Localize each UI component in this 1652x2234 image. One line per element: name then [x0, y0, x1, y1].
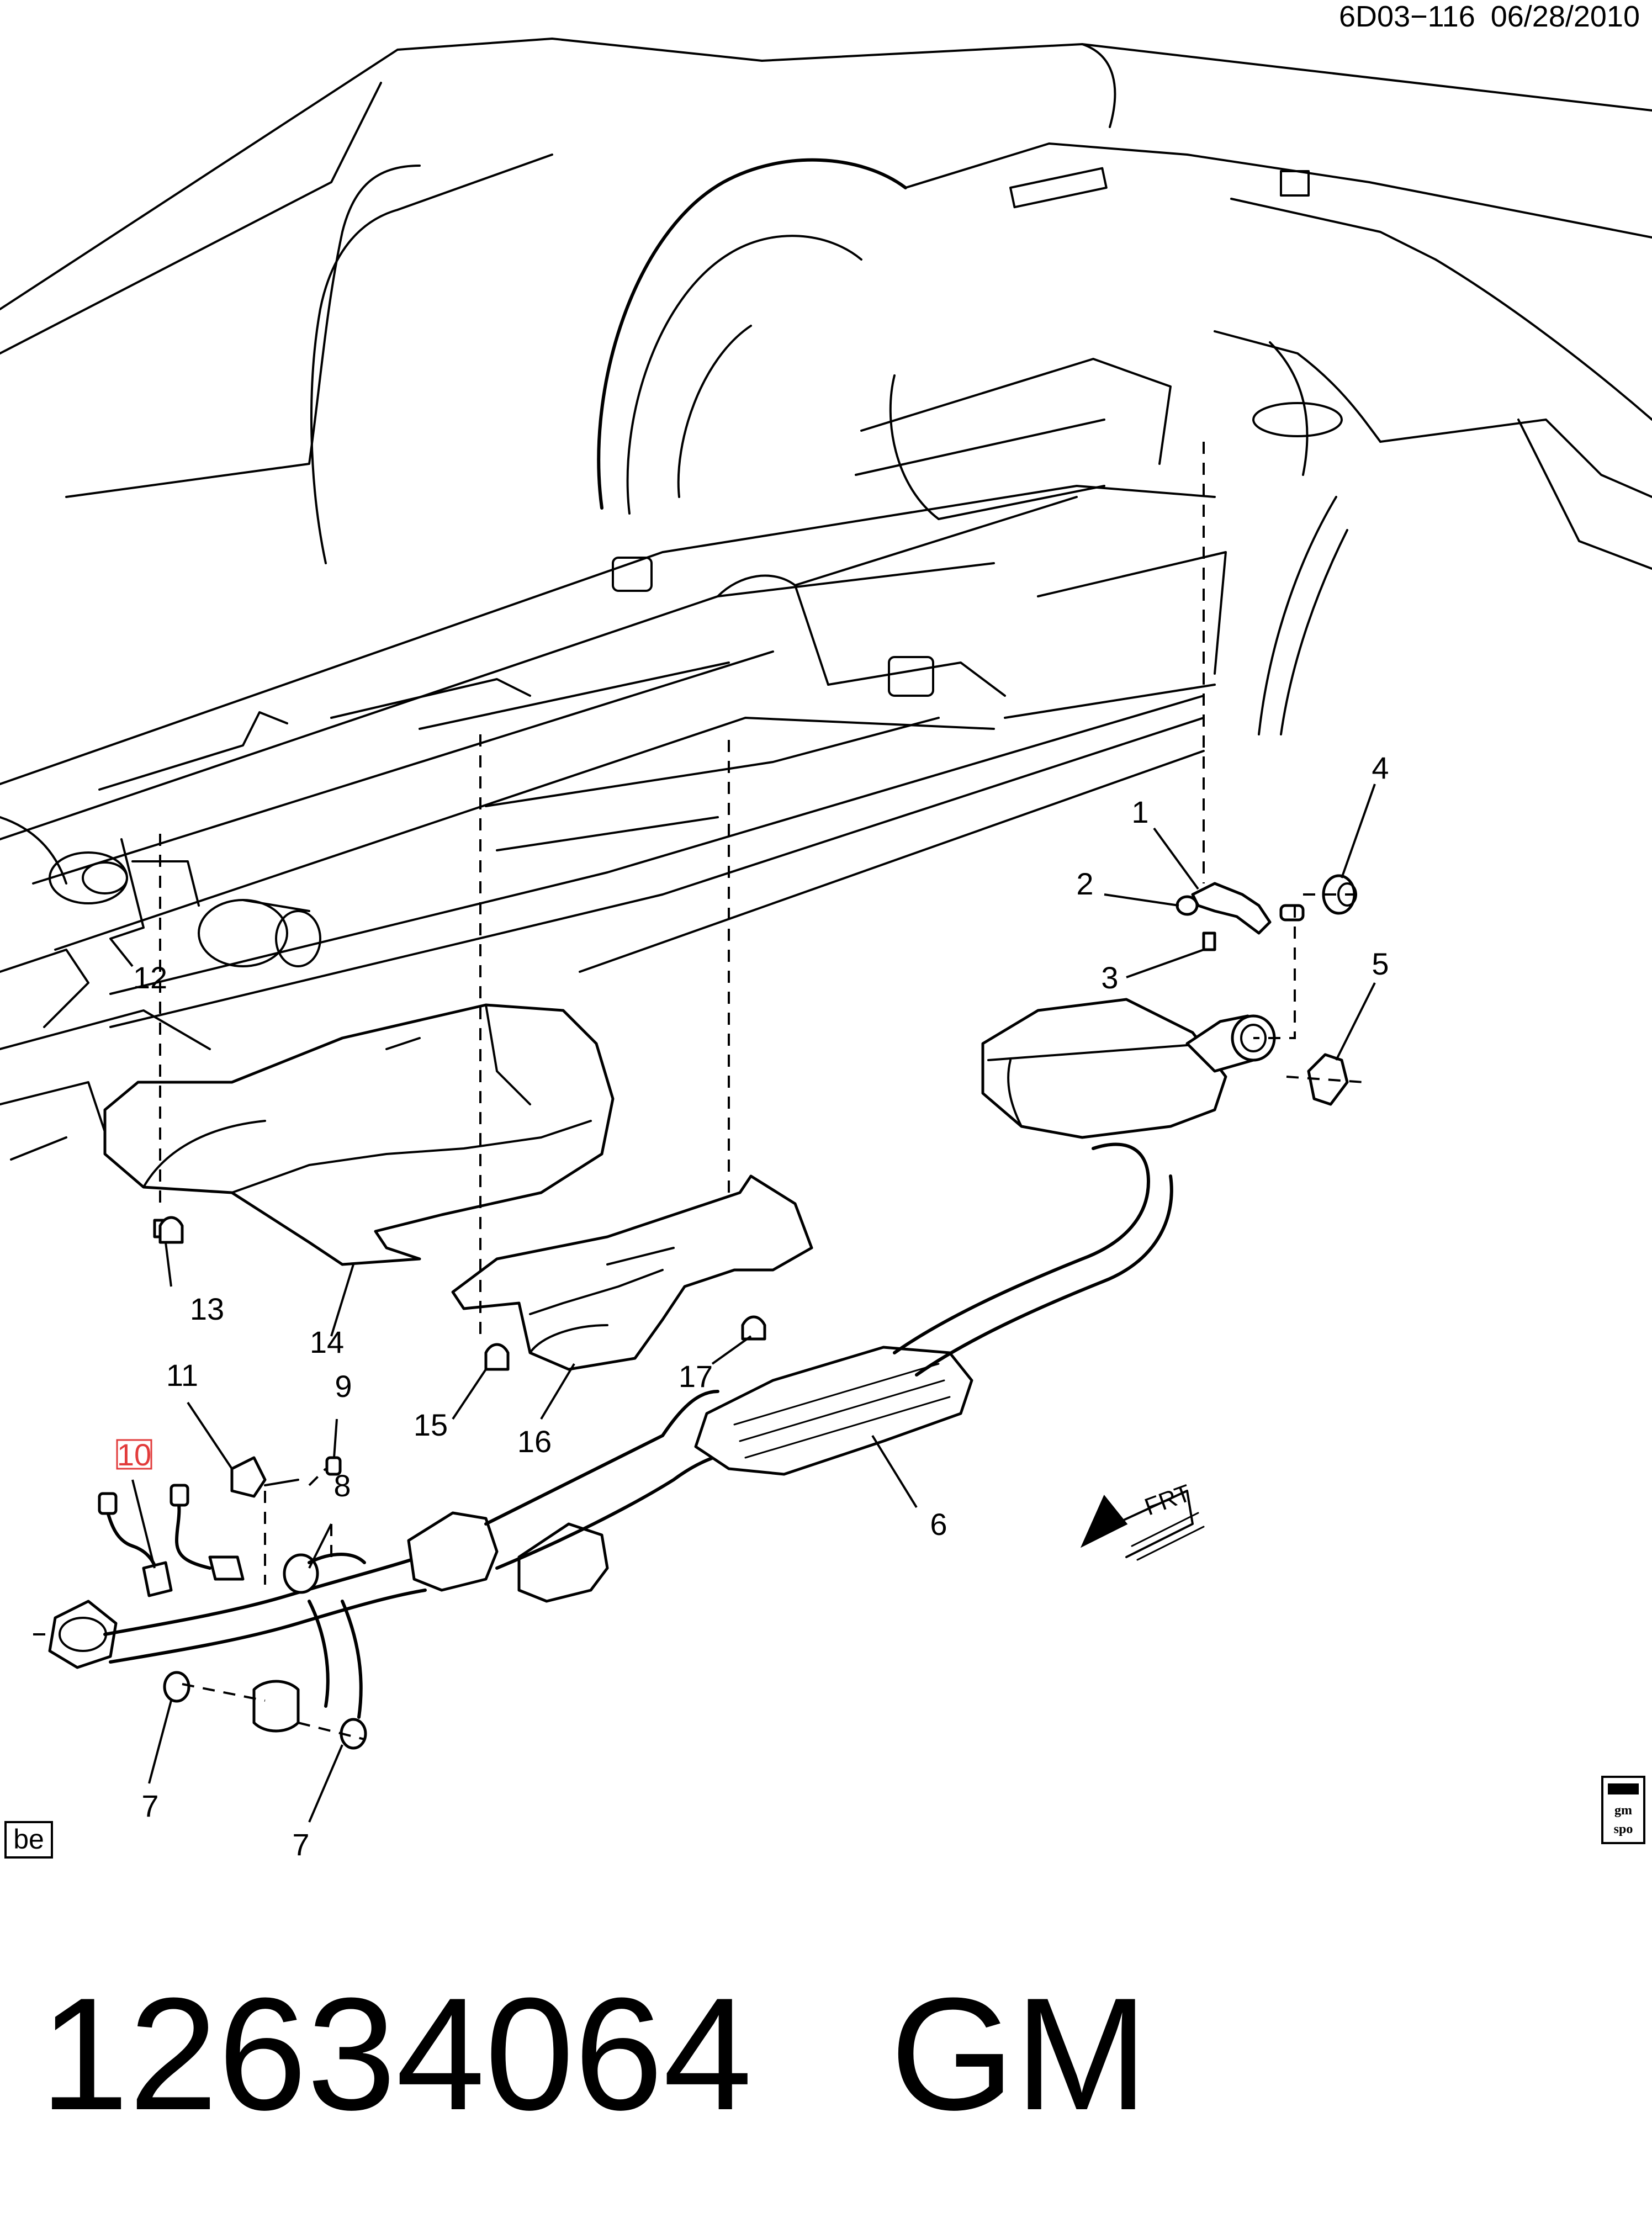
gm-spo-badge: gm spo	[1601, 1776, 1645, 1844]
hardware-parts	[98, 874, 1357, 1750]
badge-left-text: be	[13, 1824, 44, 1855]
part-number-caption: 12634064 GM	[40, 1965, 1148, 2143]
callout-7b: 7	[292, 1827, 309, 1862]
diagram-reference-header: 6D03−116 06/28/2010	[1339, 0, 1640, 33]
badge-left: be	[4, 1821, 53, 1859]
callout-7a: 7	[141, 1788, 158, 1823]
alignment-lines	[33, 442, 1364, 1740]
callout-5: 5	[1372, 946, 1389, 981]
front-arrow-icon	[1080, 1495, 1128, 1548]
callout-10-highlight-box	[116, 1439, 152, 1470]
callout-11: 11	[166, 1358, 198, 1393]
grommet-7a	[163, 1671, 190, 1703]
callout-6: 6	[930, 1507, 947, 1542]
exhaust-pipe-assembly	[48, 998, 1276, 1719]
reference-date: 06/28/2010	[1491, 0, 1640, 33]
heat-shield-14	[103, 1003, 615, 1266]
reference-code: 6D03−116	[1339, 0, 1475, 33]
callout-labels: 1 2 3 4 5 6 7 7 8 9 10 11 12 13 14 15 16…	[116, 750, 1389, 1862]
badge-right-line2: spo	[1614, 1822, 1633, 1836]
callout-2: 2	[1076, 866, 1093, 901]
front-direction-indicator: FRT	[1080, 1479, 1205, 1561]
badge-right-line1: gm	[1614, 1803, 1632, 1818]
callout-13: 13	[190, 1291, 224, 1326]
brand-name: GM	[890, 1965, 1148, 2143]
vehicle-body-illustration	[0, 38, 1652, 1161]
part-number: 12634064	[40, 1965, 752, 2143]
callout-15: 15	[414, 1407, 448, 1442]
callout-1: 1	[1131, 795, 1148, 829]
front-label: FRT	[1141, 1479, 1194, 1521]
callout-leaders	[109, 784, 1376, 1823]
callout-12: 12	[133, 960, 167, 995]
heat-shield-16	[451, 1174, 813, 1371]
callout-10: 10	[117, 1437, 151, 1472]
callout-3: 3	[1101, 960, 1118, 995]
callout-14: 14	[310, 1325, 344, 1359]
callout-8: 8	[333, 1468, 351, 1503]
callout-16: 16	[517, 1424, 552, 1459]
callout-9: 9	[335, 1369, 352, 1404]
callout-4: 4	[1372, 750, 1389, 785]
callout-17: 17	[679, 1359, 713, 1394]
